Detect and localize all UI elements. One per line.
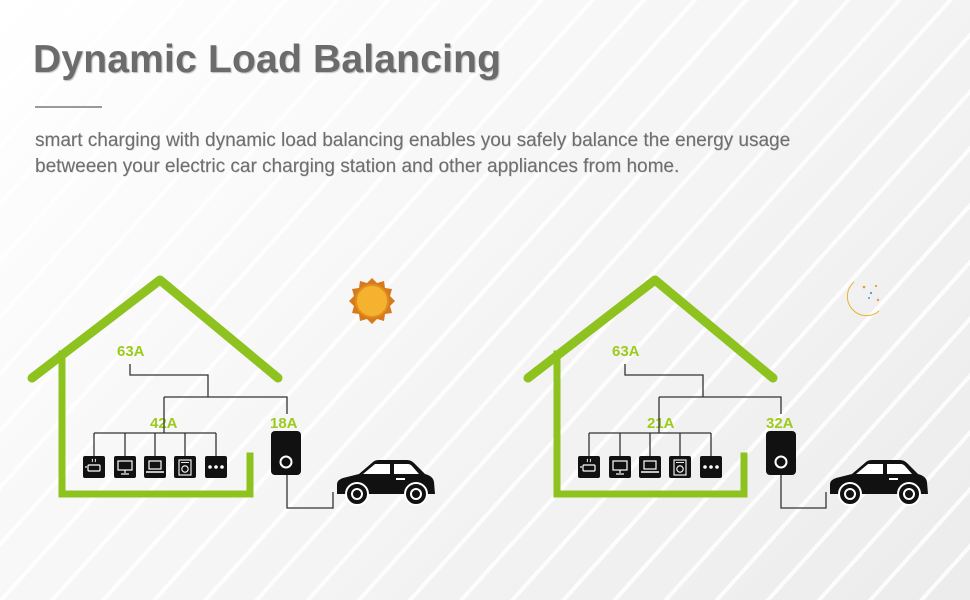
- more-icon: [205, 456, 227, 478]
- appliance-row: [578, 456, 722, 478]
- cooker-icon: [83, 456, 105, 478]
- laptop-icon: [144, 456, 166, 478]
- page-description: smart charging with dynamic load balanci…: [35, 130, 791, 177]
- charger-current-label: 32A: [766, 415, 794, 432]
- total-current-label: 63A: [117, 343, 145, 360]
- wallbox-charger-icon: [271, 431, 301, 475]
- wiring: [588, 364, 827, 509]
- monitor-icon: [114, 456, 136, 478]
- washing-machine-icon: [174, 456, 196, 478]
- cooker-icon: [578, 456, 600, 478]
- appliances-current-label: 21A: [647, 415, 675, 432]
- washing-machine-icon: [669, 456, 691, 478]
- laptop-icon: [639, 456, 661, 478]
- house-walls: [58, 350, 254, 498]
- title-divider: [35, 106, 102, 108]
- total-current-label: 63A: [612, 343, 640, 360]
- moon-icon: [846, 281, 880, 317]
- electric-car-icon: [336, 459, 436, 506]
- more-icon: [700, 456, 722, 478]
- monitor-icon: [609, 456, 631, 478]
- house-outline: [27, 275, 283, 383]
- scene-night: 63A 21A 32A: [523, 275, 929, 509]
- house-walls: [553, 350, 748, 498]
- page-title: Dynamic Load Balancing: [33, 38, 502, 81]
- electric-car-icon: [829, 459, 929, 506]
- scene-day: 63A 42A 18A: [27, 275, 436, 509]
- charger-current-label: 18A: [270, 415, 298, 432]
- sun-icon: [349, 278, 395, 324]
- appliance-row: [83, 456, 227, 478]
- house-outline: [523, 275, 778, 383]
- wiring: [93, 364, 334, 509]
- wallbox-charger-icon: [766, 431, 796, 475]
